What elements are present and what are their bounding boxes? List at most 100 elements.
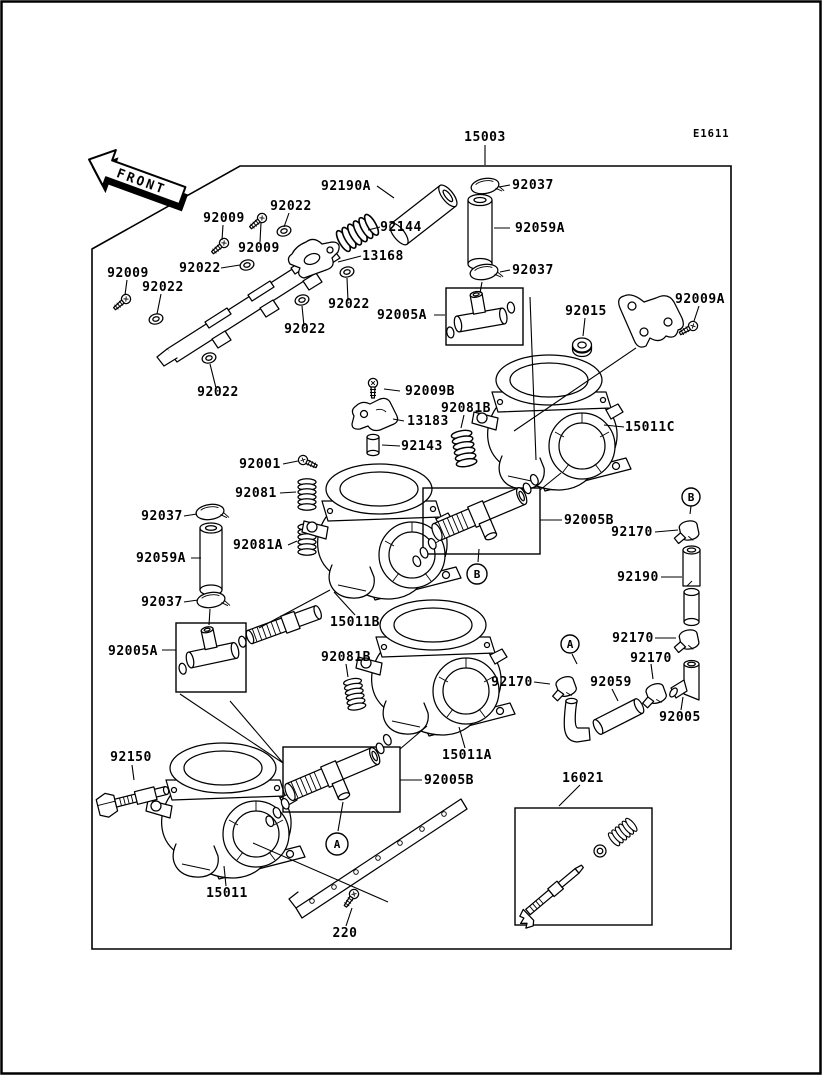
part-label-92037-28: 92037 <box>141 595 183 610</box>
part-label-92059a-3: 92059A <box>515 221 565 236</box>
screw-92001 <box>296 453 320 472</box>
part-label-92170-32: 92170 <box>611 525 653 540</box>
part-label-92081b-40: 92081B <box>321 650 371 665</box>
carburetor-15011 <box>145 742 306 880</box>
part-label-92005a-29: 92005A <box>108 644 158 659</box>
part-label-15011a-41: 15011A <box>442 748 492 763</box>
part-label-92009-10: 92009 <box>107 266 149 281</box>
clamp-92170-1 <box>670 518 701 545</box>
screw-92009-a <box>208 235 232 257</box>
callout-b-1: B <box>681 487 701 507</box>
part-label-92144-8: 92144 <box>380 220 422 235</box>
clamp-92170-2 <box>670 627 701 654</box>
callout-letter: B <box>474 568 481 581</box>
part-label-15003-0: 15003 <box>464 130 506 145</box>
callout-circle <box>681 487 701 507</box>
nut-92015 <box>571 337 593 358</box>
spring-92081b-1 <box>450 428 479 469</box>
fuel-rail-bracket <box>156 244 341 367</box>
part-label-92001-23: 92001 <box>239 457 281 472</box>
part-label-220-46: 220 <box>333 926 358 941</box>
hose-92059 <box>563 697 645 743</box>
tube-92190a <box>389 184 458 246</box>
elbow-92005 <box>669 659 700 701</box>
part-label-92170-34: 92170 <box>612 631 654 646</box>
part-label-92005a-16: 92005A <box>377 308 427 323</box>
part-label-92190a-1: 92190A <box>321 179 371 194</box>
spring-92081 <box>297 478 317 511</box>
tube-92190 <box>682 545 701 627</box>
kit-box-92005a-top <box>445 287 524 346</box>
part-label-92022-15: 92022 <box>197 385 239 400</box>
screw-92009b <box>367 377 379 399</box>
part-label-15011b-39: 15011B <box>330 615 380 630</box>
part-label-15011c-30: 15011C <box>625 420 675 435</box>
spring-92144 <box>333 211 382 255</box>
screw-220 <box>341 886 362 910</box>
part-label-13183-20: 13183 <box>407 414 449 429</box>
part-label-92037-25: 92037 <box>141 509 183 524</box>
callout-a-2: A <box>325 832 349 856</box>
part-label-92005b-42: 92005B <box>424 773 474 788</box>
part-label-92190-33: 92190 <box>617 570 659 585</box>
callout-letter: B <box>688 491 695 504</box>
part-label-92059-37: 92059 <box>590 675 632 690</box>
leader-lines <box>124 145 700 927</box>
part-label-92143-22: 92143 <box>401 439 443 454</box>
spring-92081b-2 <box>342 676 367 712</box>
callout-a-3: A <box>560 634 580 654</box>
part-label-92005b-31: 92005B <box>564 513 614 528</box>
bottom-rail <box>288 798 468 919</box>
bracket-13168 <box>287 238 340 279</box>
part-label-92022-14: 92022 <box>284 322 326 337</box>
part-label-92009-6: 92009 <box>203 211 245 226</box>
part-label-92037-2: 92037 <box>512 178 554 193</box>
part-label-16021-43: 16021 <box>562 771 604 786</box>
front-arrow: FRONT <box>88 149 189 212</box>
callout-letter: A <box>567 638 574 651</box>
part-label-92009-7: 92009 <box>238 241 280 256</box>
clamp-92170-4 <box>547 673 579 703</box>
part-label-15011-45: 15011 <box>206 886 248 901</box>
part-label-92037-4: 92037 <box>512 263 554 278</box>
tfitting-92005a-top <box>440 284 519 340</box>
part-label-92009b-19: 92009B <box>405 384 455 399</box>
callout-circle <box>560 634 580 654</box>
part-label-92022-13: 92022 <box>328 297 370 312</box>
screw-92009-b <box>246 210 270 232</box>
part-label-92022-11: 92022 <box>142 280 184 295</box>
callout-circle <box>466 563 488 585</box>
tube-92059a-left <box>199 522 223 596</box>
part-label-92059a-27: 92059A <box>136 551 186 566</box>
valve-assy-16021 <box>519 816 640 929</box>
callout-circle <box>325 832 349 856</box>
figure-code: E1611 <box>693 128 730 140</box>
part-label-92081-24: 92081 <box>235 486 277 501</box>
kit-box-16021 <box>514 807 653 926</box>
diagram-frame <box>91 165 732 950</box>
collar-92143 <box>366 433 380 457</box>
tube-92059a-top <box>467 193 493 271</box>
kit-box-92005a-left <box>175 622 247 693</box>
clamp-92037-top <box>469 174 505 197</box>
callout-layer: B B A A <box>325 487 701 856</box>
part-label-13168-9: 13168 <box>362 249 404 264</box>
part-label-92022-5: 92022 <box>270 199 312 214</box>
part-label-92170-35: 92170 <box>630 651 672 666</box>
choke-bracket <box>618 294 684 348</box>
part-label-92015-17: 92015 <box>565 304 607 319</box>
screw-92009-c <box>110 291 134 313</box>
clamp-92037-left-top <box>194 501 230 523</box>
bracket-13183 <box>351 397 399 432</box>
bolt-92150 <box>95 785 170 818</box>
part-label-92022-12: 92022 <box>179 261 221 276</box>
callout-b-0: B <box>466 563 488 585</box>
kit-box-92005b-top <box>422 487 541 555</box>
tfitting-92005a-left <box>171 619 251 676</box>
part-label-92150-44: 92150 <box>110 750 152 765</box>
part-label-92009a-18: 92009A <box>675 292 725 307</box>
